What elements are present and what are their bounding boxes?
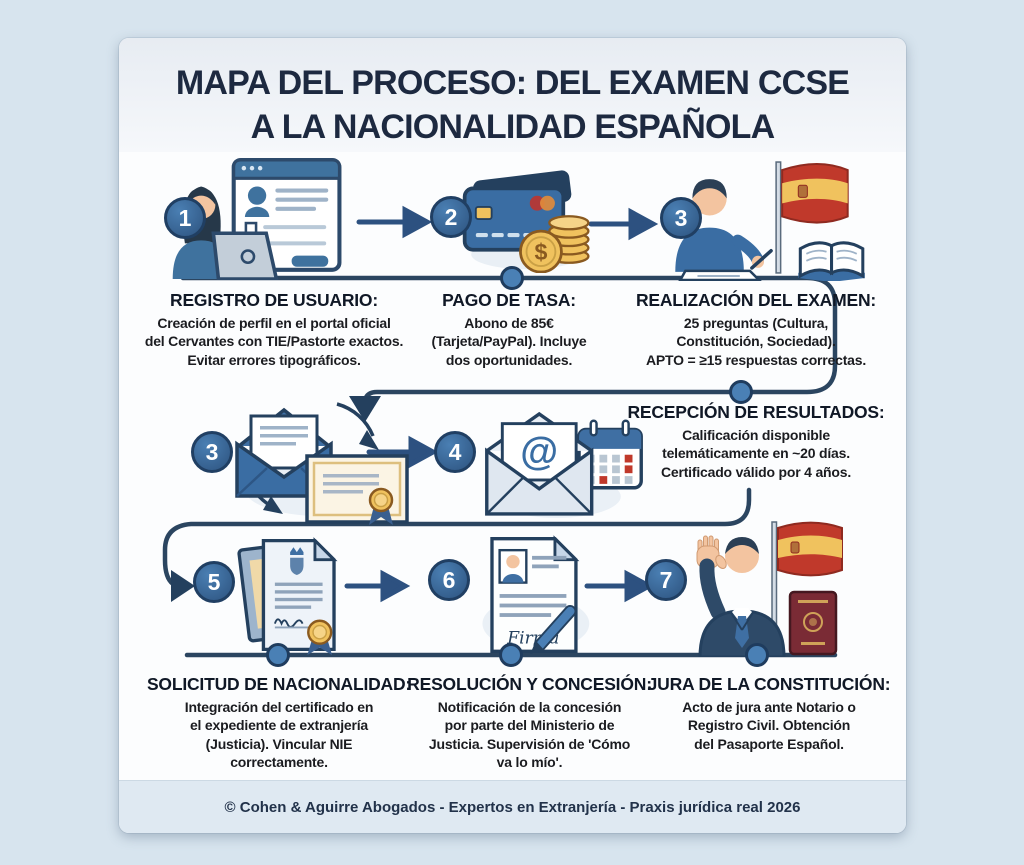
nationality-application-icon: [237, 537, 338, 656]
step-arrows: [344, 205, 659, 603]
resolution-icon-box: Firma: [471, 533, 595, 657]
step-2-heading: PAGO DE TASA:: [442, 290, 576, 310]
step-badge-7: 7: [645, 559, 687, 601]
results-mail-icon-box: [219, 388, 419, 528]
certificate-mail-icon: [235, 402, 409, 525]
page-title: MAPA DEL PROCESO: DEL EXAMEN CCSE A LA N…: [119, 62, 906, 149]
step-6-text: RESOLUCIÓN Y CONCESIÓN: Notificación de …: [407, 674, 652, 772]
step-4-heading: RECEPCIÓN DE RESULTADOS:: [627, 402, 885, 422]
step-5-line: Integración del certificado en: [184, 699, 374, 715]
step-7-line: Acto de jura ante Notario o: [682, 699, 856, 715]
step-7-heading: JURA DE LA CONSTITUCIÓN:: [647, 674, 891, 694]
step-4-line: telemáticamente en ~20 días.: [662, 445, 850, 462]
connector-row2-to-row3: [162, 487, 752, 587]
resolution-grant-icon: Firma: [482, 535, 590, 655]
step-5-line: el expediente de extranjería: [189, 717, 369, 734]
step-badge-3: 3: [660, 197, 702, 239]
at-symbol: @: [520, 430, 558, 473]
step-6-line: por parte del Ministerio de: [444, 717, 615, 734]
step-7-line: del Pasaporte Español.: [694, 735, 844, 752]
connector-row1-to-row2: [180, 275, 838, 403]
application-icon-box: [231, 533, 355, 657]
step-3-line: Constitución, Sociedad).: [676, 333, 836, 350]
step-3-line: APTO = ≥15 respuestas correctas.: [645, 351, 867, 368]
step-3-text: REALIZACIÓN DEL EXAMEN: 25 preguntas (Cu…: [606, 290, 906, 369]
step-badge-5: 5: [193, 561, 235, 603]
flow-connectors: [162, 205, 838, 658]
step-3-heading: REALIZACIÓN DEL EXAMEN:: [635, 290, 877, 310]
infographic-card: MAPA DEL PROCESO: DEL EXAMEN CCSE A LA N…: [119, 38, 906, 833]
registration-icon-box: [159, 158, 345, 280]
dollar-coin-symbol: $: [534, 239, 547, 265]
step-6-line: Notificación de la concesión: [437, 699, 622, 715]
payment-icon-box: $: [457, 166, 597, 273]
step-4-line: Calificación disponible: [682, 427, 830, 443]
step-badge-6: 6: [428, 559, 470, 601]
user-registration-icon: [172, 158, 342, 280]
oath-icon-box: [684, 520, 884, 657]
title-line-2: A LA NACIONALIDAD ESPAÑOLA: [250, 107, 776, 146]
step-2-text: PAGO DE TASA: Abono de 85€ (Tarjeta/PayP…: [397, 290, 621, 369]
footer-credit: © Cohen & Aguirre Abogados - Expertos en…: [224, 798, 801, 816]
step-badge-3b: 3: [191, 431, 233, 473]
step-2-line: (Tarjeta/PayPal). Incluye: [431, 333, 587, 350]
flow-arrowheads: [171, 396, 381, 602]
step-6-heading: RESOLUCIÓN Y CONCESIÓN:: [407, 674, 652, 694]
step-2-line: Abono de 85€: [464, 315, 554, 331]
step-1-line: Creación de perfil en el portal oficial: [157, 315, 391, 331]
step-1-line: del Cervantes con TIE/Pastorte exactos.: [144, 333, 404, 350]
step-4-line: Certificado válido por 4 años.: [660, 463, 852, 480]
email-calendar-icon-box: @: [479, 404, 649, 521]
step-6-line: Justicia. Supervisión de 'Cómo: [428, 735, 631, 752]
step-badge-2: 2: [430, 196, 472, 238]
step-5-text: SOLICITUD DE NACIONALIDAD: Integración d…: [134, 674, 424, 772]
step-badge-1: 1: [164, 197, 206, 239]
step-1-text: REGISTRO DE USUARIO: Creación de perfil …: [129, 290, 419, 369]
step-4-text: RECEPCIÓN DE RESULTADOS: Calificación di…: [606, 402, 906, 481]
step-1-heading: REGISTRO DE USUARIO:: [170, 290, 378, 310]
title-line-1: MAPA DEL PROCESO: DEL EXAMEN CCSE: [175, 64, 850, 102]
fee-payment-icon: $: [462, 170, 590, 273]
exam-taking-icon: [675, 161, 865, 281]
step-5-line: (Justicia). Vincular NIE: [205, 735, 353, 752]
step-1-line: Evitar errores tipográficos.: [187, 351, 361, 368]
constitution-oath-icon: [696, 521, 843, 657]
title-band: MAPA DEL PROCESO: DEL EXAMEN CCSE A LA N…: [119, 38, 906, 152]
footer-band: © Cohen & Aguirre Abogados - Expertos en…: [119, 780, 906, 833]
step-7-text: JURA DE LA CONSTITUCIÓN: Acto de jura an…: [639, 674, 899, 753]
step-3-line: 25 preguntas (Cultura,: [683, 315, 829, 331]
exam-icon-box: [647, 158, 879, 281]
step-7-line: Registro Civil. Obtención: [687, 717, 851, 734]
step-badge-4: 4: [434, 431, 476, 473]
step-2-line: dos oportunidades.: [445, 351, 573, 368]
email-calendar-icon: @: [485, 411, 643, 518]
step-5-line: correctamente.: [230, 754, 328, 771]
step-5-heading: SOLICITUD DE NACIONALIDAD:: [146, 674, 412, 694]
step-6-line: va lo mío'.: [496, 754, 563, 771]
